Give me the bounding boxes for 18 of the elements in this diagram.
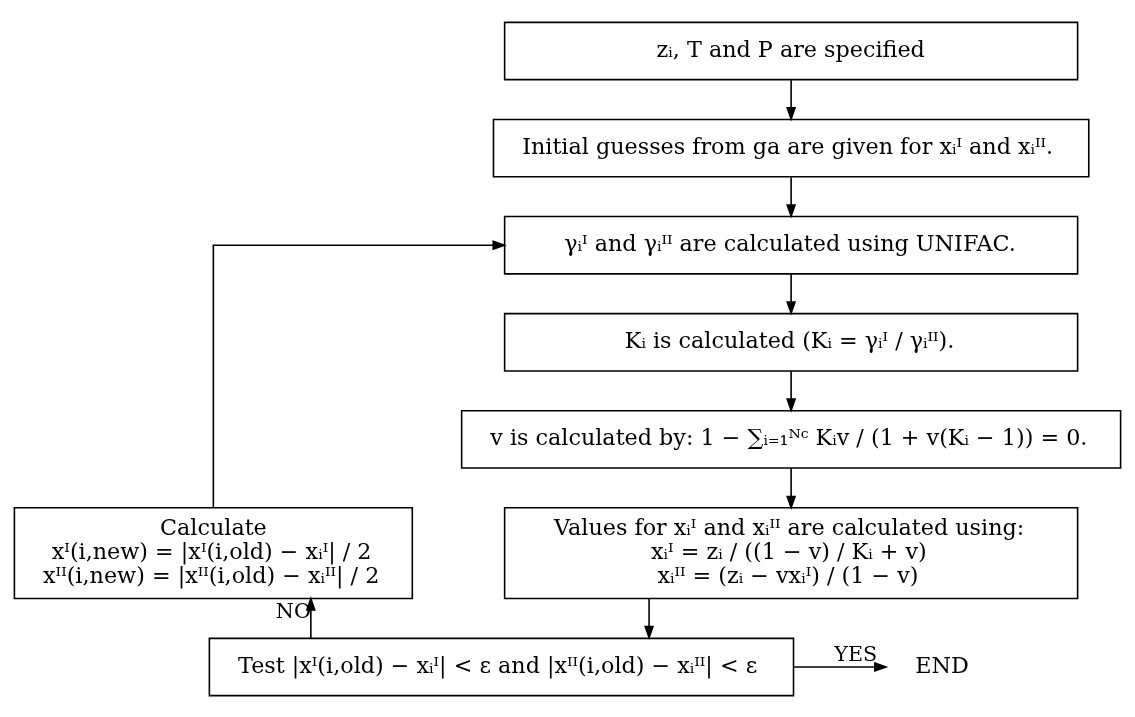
arrow bbox=[644, 597, 655, 640]
arrow bbox=[786, 78, 797, 121]
node-box: zᵢ, T and P are specified bbox=[503, 21, 1079, 80]
arrow bbox=[786, 466, 797, 510]
arrow bbox=[212, 239, 507, 509]
arrow bbox=[792, 661, 889, 672]
node-box: Initial guesses from ga are given for xᵢᴵ and xᵢᴵᴵ. bbox=[492, 118, 1090, 178]
node-box: Test |xᴵ(i,old) − xᵢᴵ| < ε and |xᴵᴵ(i,old) − xᵢᴵᴵ| < ε bbox=[208, 637, 795, 696]
node-box: v is calculated by: 1 − ∑ᵢ₌₁ᴺᶜ Kᵢv / (1 + v(Kᵢ − 1)) = 0. bbox=[460, 409, 1122, 469]
edge-label: YES bbox=[834, 641, 878, 666]
arrow bbox=[786, 273, 797, 316]
node-box: Values for xᵢᴵ and xᵢᴵᴵ are calculated using: xᵢᴵ = zᵢ / ((1 − v) / Kᵢ + v) xᵢᴵᴵ = (zᵢ − vxᵢᴵ) / (1 − v) bbox=[503, 506, 1079, 599]
node-box: Kᵢ is calculated (Kᵢ = γᵢᴵ / γᵢᴵᴵ). bbox=[503, 312, 1079, 372]
node-box: γᵢᴵ and γᵢᴵᴵ are calculated using UNIFAC. bbox=[503, 215, 1079, 275]
arrow bbox=[786, 370, 797, 413]
node-box: Calculate xᴵ(i,new) = |xᴵ(i,old) − xᵢᴵ| / 2 xᴵᴵ(i,new) = |xᴵᴵ(i,old) − xᵢᴵᴵ| / 2 bbox=[13, 506, 414, 599]
arrow bbox=[786, 175, 797, 218]
node-text: END bbox=[915, 651, 969, 678]
